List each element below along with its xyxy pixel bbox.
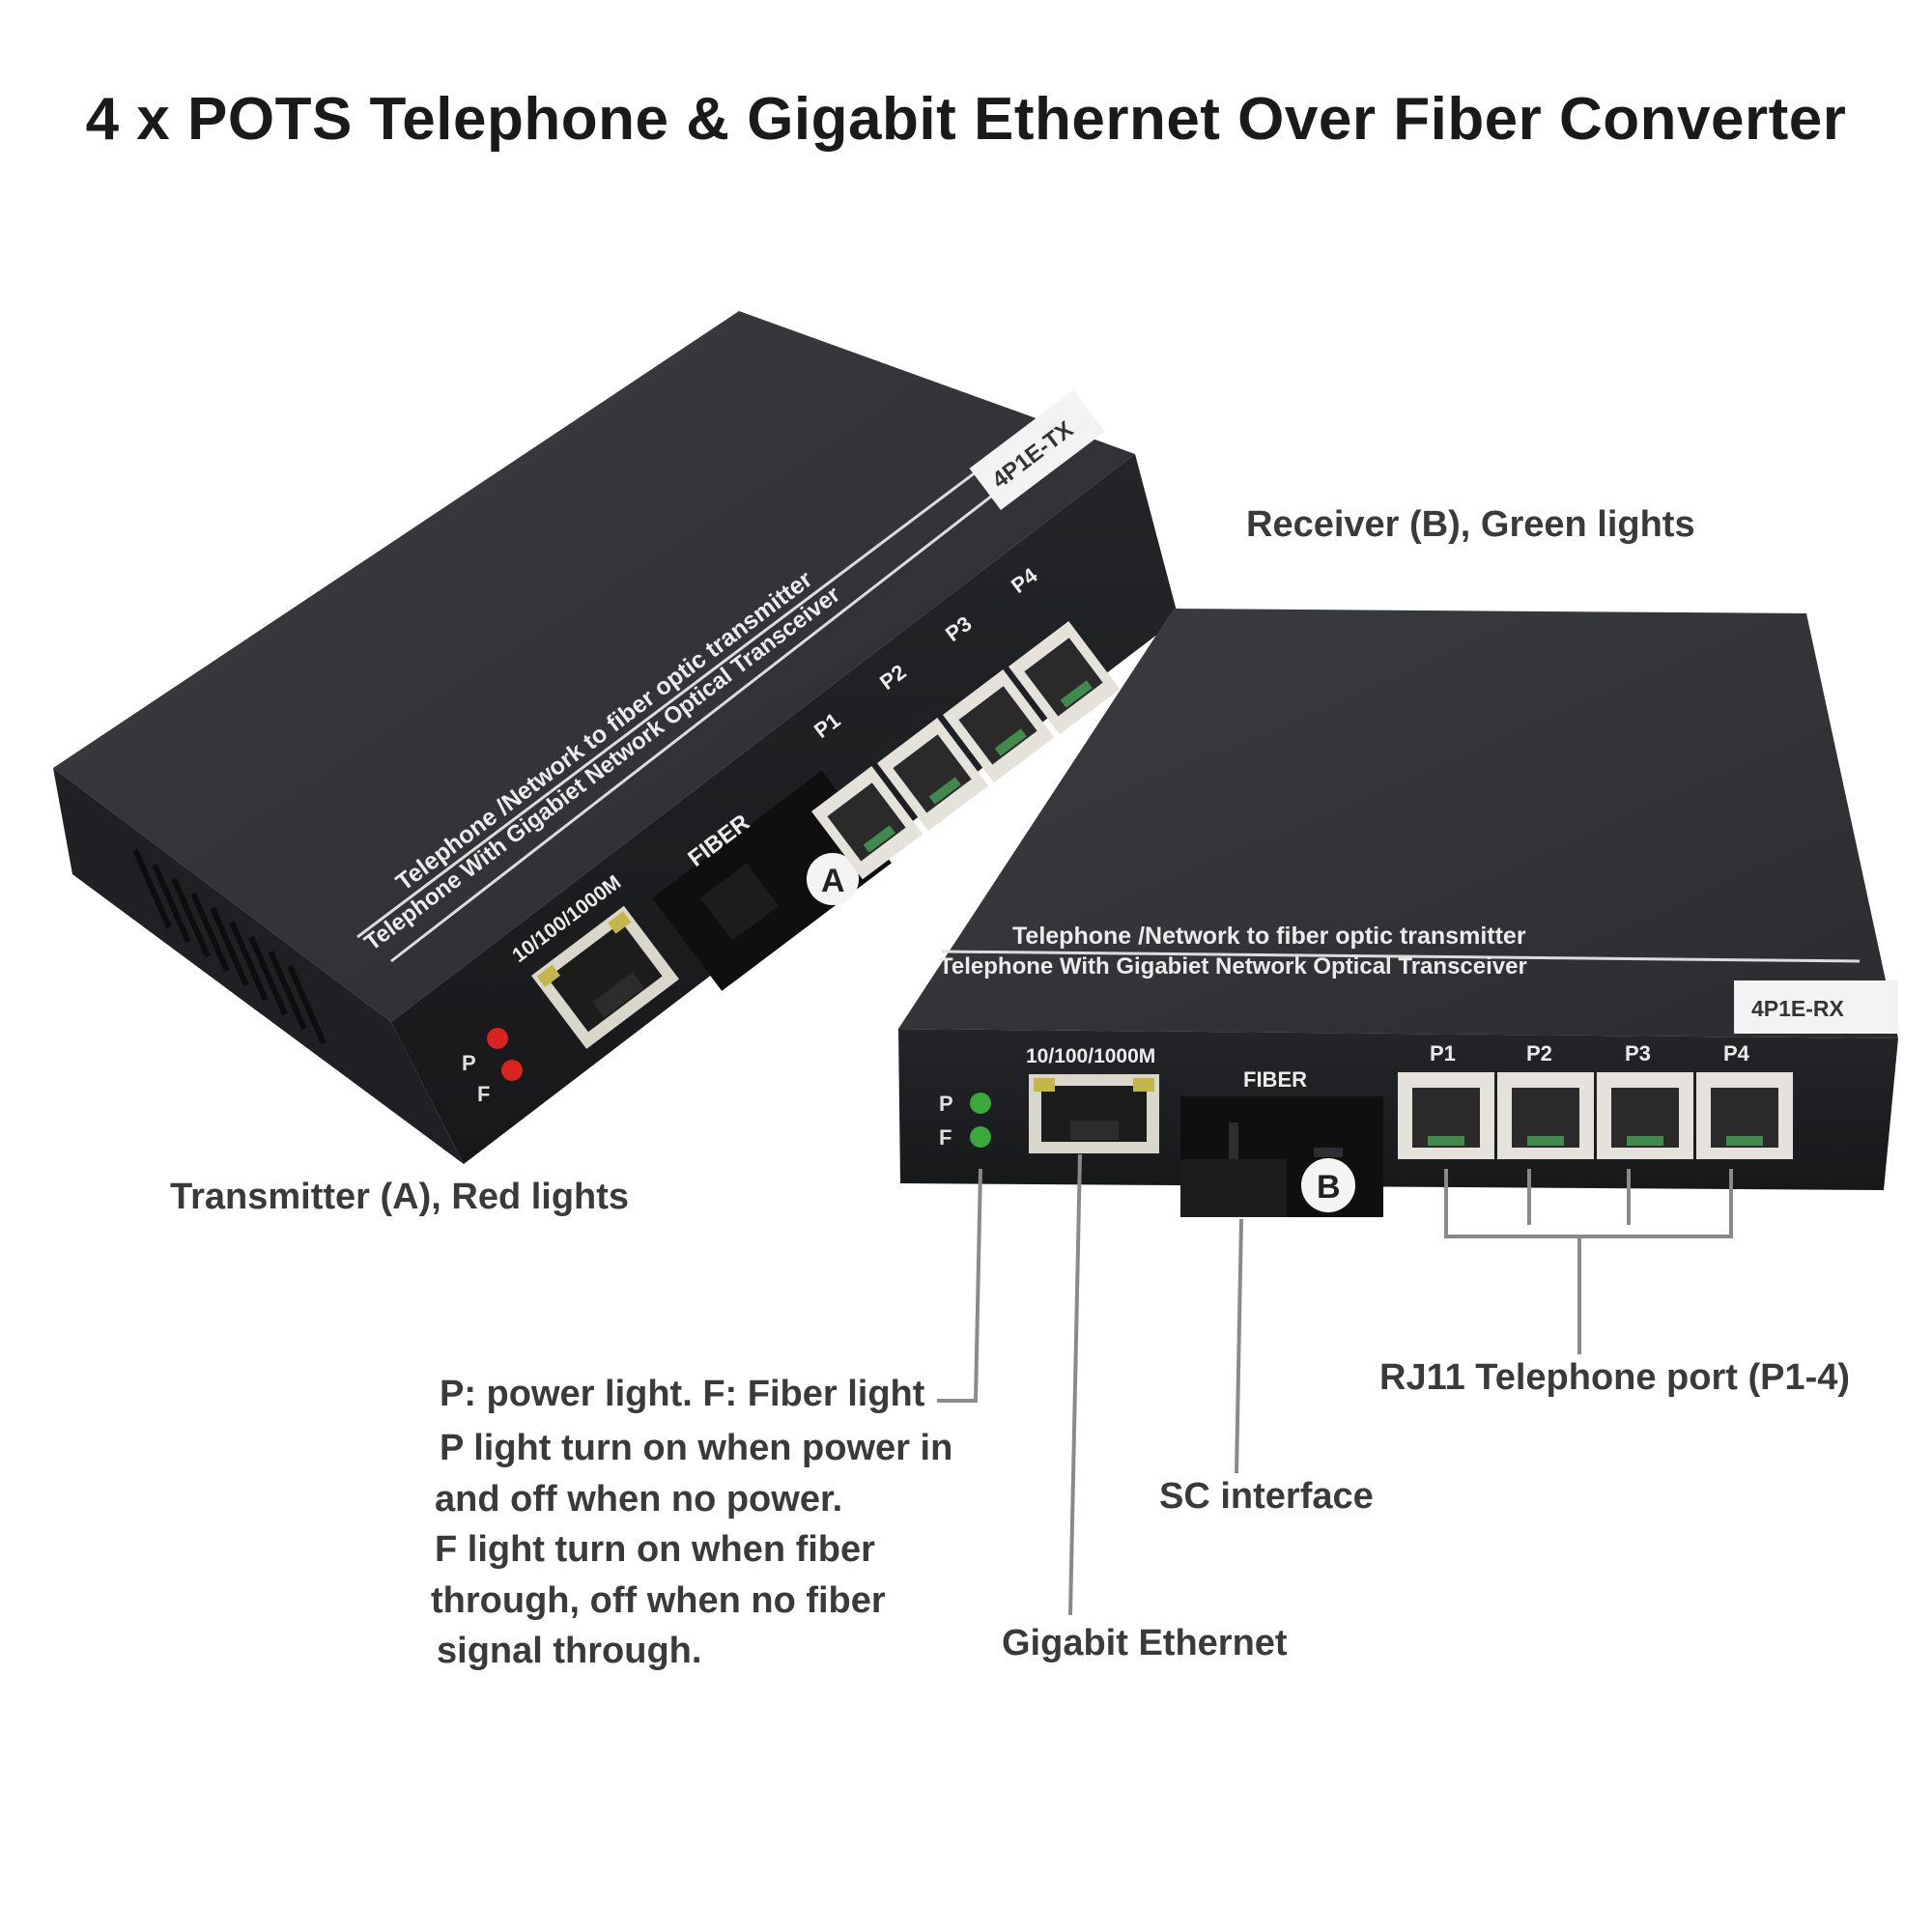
rx-power-led: [970, 1093, 991, 1114]
led-note-line-3: F light turn on when fiber: [435, 1529, 875, 1570]
callout-leader-lines: [937, 1153, 1733, 1616]
tx-fiber-badge-circle: [807, 853, 859, 905]
ethernet-leader-line: [1068, 1153, 1082, 1616]
receiver-callout: Receiver (B), Green lights: [1246, 504, 1695, 545]
rx-port-label-1: P1: [1430, 1041, 1456, 1065]
rx-fiber-label: FIBER: [1243, 1067, 1307, 1092]
rx-brand-line-1: Telephone /Network to fiber optic transm…: [1012, 923, 1526, 950]
tx-brand-rule-2: [356, 423, 1039, 939]
rx-model-label: 4P1E-RX: [1751, 996, 1845, 1021]
tx-ethernet-port: [531, 905, 680, 1049]
tx-rj11-ports: [811, 621, 1121, 880]
led-note-line-1: P light turn on when power in: [440, 1428, 953, 1468]
rx-top-panel: [898, 609, 1898, 1038]
tx-fiber-led: [501, 1060, 523, 1081]
ethernet-callout: Gigabit Ethernet: [1002, 1623, 1288, 1663]
rx-led-p-label: P: [939, 1092, 953, 1116]
sc-callout: SC interface: [1159, 1476, 1374, 1517]
rx-port-label-3: P3: [1625, 1041, 1651, 1065]
rx-brand-rule: [941, 950, 1861, 963]
rx-eth-label: 10/100/1000M: [1026, 1045, 1155, 1067]
rj11-leader-line: [1444, 1169, 1733, 1238]
tx-top-panel: [53, 311, 1135, 1022]
tx-vent-slots: [132, 848, 327, 1045]
rx-ethernet-port: [1029, 1074, 1159, 1153]
led-note-line-5: signal through.: [437, 1631, 702, 1671]
tx-brand-rule-1: [390, 454, 1044, 963]
rj11-callout: RJ11 Telephone port (P1-4): [1379, 1357, 1851, 1398]
rx-sc-connector: [1180, 1096, 1383, 1217]
rx-fiber-badge-circle: [1301, 1158, 1355, 1212]
rx-rj11-ports: [1398, 1072, 1793, 1159]
transmitter-callout: Transmitter (A), Red lights: [170, 1177, 630, 1217]
rx-fiber-led: [970, 1126, 991, 1148]
tx-led-f-label: F: [477, 1082, 490, 1106]
sc-leader-line: [1235, 1218, 1243, 1474]
rx-brand-line-2: Telephone With Gigabiet Network Optical …: [939, 953, 1527, 980]
led-note-line-2: and off when no power.: [435, 1479, 843, 1520]
receiver-unit: Telephone /Network to fiber optic transm…: [898, 609, 1898, 1217]
rx-port-label-2: P2: [1526, 1041, 1552, 1065]
rx-fiber-badge: B: [1317, 1169, 1341, 1206]
rx-led-f-label: F: [939, 1125, 952, 1150]
tx-fiber-badge: A: [821, 863, 845, 899]
led-callout: P: power light. F: Fiber light: [440, 1374, 925, 1414]
rx-model-sticker: 4P1E-RX: [1734, 980, 1898, 1034]
led-note-line-4: through, off when no fiber: [431, 1580, 886, 1621]
led-leader-line: [937, 1168, 982, 1403]
tx-led-p-label: P: [462, 1051, 476, 1075]
rx-port-label-4: P4: [1723, 1041, 1750, 1065]
page-title: 4 x POTS Telephone & Gigabit Ethernet Ov…: [85, 86, 1847, 153]
transmitter-unit: Telephone /Network to fiber optic transm…: [53, 311, 1179, 1164]
tx-power-led: [487, 1028, 508, 1049]
